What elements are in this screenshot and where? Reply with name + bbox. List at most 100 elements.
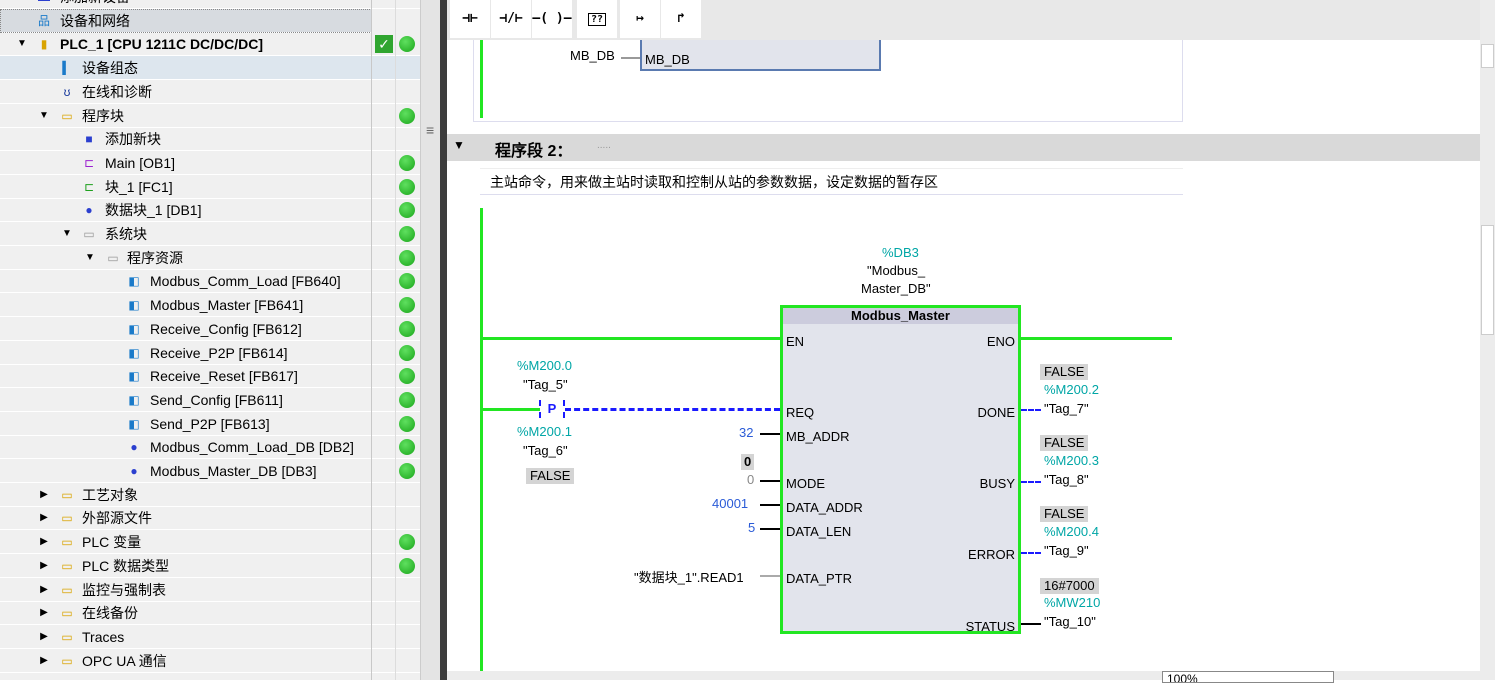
network-1 [473,40,1183,122]
collapsed-arrow-icon[interactable]: ▶ [40,607,48,618]
tree-item-device-configuration[interactable]: ▍设备组态 [0,56,420,80]
splitter-handle-icon[interactable]: ≡ [426,122,435,138]
online-status-ok-icon [399,297,415,313]
collapsed-arrow-icon[interactable]: ▶ [40,584,48,595]
instance-db-address[interactable]: %DB3 [882,245,919,260]
tree-item-label: 程序资源 [127,249,183,266]
data-ptr-value[interactable]: "数据块_1".READ1 [634,570,744,585]
collapsed-arrow-icon[interactable]: ▶ [40,536,48,547]
en-wire [483,337,780,340]
network1-block[interactable]: MB_DB [640,40,881,71]
close-branch-button[interactable]: ↱ [661,0,701,38]
expanded-arrow-icon[interactable]: ▼ [85,252,95,263]
network-comment[interactable]: 主站命令，用来做主站时读取和控制从站的参数数据，设定数据的暂存区 [480,168,1183,195]
edge-memory-tag[interactable]: "Tag_6" [523,443,568,458]
tree-item-opc-ua-communication[interactable]: ▶▭OPC UA 通信 [0,649,420,673]
zoom-select[interactable]: 100% [1162,671,1334,683]
busy-tag[interactable]: "Tag_8" [1044,472,1089,487]
tree-item-send-config-fb611[interactable]: ◧Send_Config [FB611] [0,388,420,412]
tree-item-plc-tags[interactable]: ▶▭PLC 变量 [0,530,420,554]
done-address[interactable]: %M200.2 [1044,382,1099,397]
data-addr-value[interactable]: 40001 [712,496,749,511]
data-len-value[interactable]: 5 [748,520,756,535]
scroll-thumb[interactable] [1481,44,1494,68]
tree-item-traces[interactable]: ▶▭Traces [0,625,420,649]
collapsed-arrow-icon[interactable]: ▶ [40,655,48,666]
panel-divider[interactable] [440,0,447,680]
pin-done: DONE [977,405,1015,420]
req-wire [565,408,780,411]
nc-contact-button[interactable]: ⊣/⊢ [491,0,531,38]
tree-item-data-block-1-db1[interactable]: ●数据块_1 [DB1] [0,198,420,222]
error-tag[interactable]: "Tag_9" [1044,543,1089,558]
contact-address[interactable]: %M200.0 [517,358,572,373]
tree-scrollbar[interactable]: ≡ [420,0,440,680]
block-icon: ⊏ [83,179,95,194]
tree-item-program-blocks[interactable]: ▼▭程序块 [0,104,420,128]
tree-item-receive-reset-fb617[interactable]: ◧Receive_Reset [FB617] [0,364,420,388]
editor-scrollbar[interactable] [1480,0,1495,680]
tree-item-receive-p2p-fb614[interactable]: ◧Receive_P2P [FB614] [0,341,420,365]
expanded-arrow-icon[interactable]: ▼ [62,228,72,239]
tree-item-plc-data-types[interactable]: ▶▭PLC 数据类型 [0,554,420,578]
tree-item-block-1-fc1[interactable]: ⊏块_1 [FC1] [0,175,420,199]
error-address[interactable]: %M200.4 [1044,524,1099,539]
error-value: FALSE [1040,506,1089,522]
expanded-arrow-icon[interactable]: ▼ [17,38,27,49]
tree-item-modbus-comm-load-db-db2[interactable]: ●Modbus_Comm_Load_DB [DB2] [0,435,420,459]
collapsed-arrow-icon[interactable]: ▶ [40,560,48,571]
collapsed-arrow-icon[interactable]: ▶ [40,631,48,642]
mode-value[interactable]: 0 [747,472,755,487]
network-2-header[interactable]: ▼ 程序段 2： ..... [447,134,1480,161]
open-branch-button[interactable]: ↦ [620,0,660,38]
tree-item-program-resources[interactable]: ▼▭程序资源 [0,246,420,270]
tree-item-system-blocks[interactable]: ▼▭系统块 [0,222,420,246]
tree-item-external-source-files[interactable]: ▶▭外部源文件 [0,506,420,530]
tree-item-modbus-comm-load-fb640[interactable]: ◧Modbus_Comm_Load [FB640] [0,269,420,293]
tree-item-add-new-block[interactable]: ■添加新块 [0,127,420,151]
no-contact-button[interactable]: ⊣⊢ [450,0,490,38]
done-tag[interactable]: "Tag_7" [1044,401,1089,416]
empty-box-button[interactable]: ?? [577,0,617,38]
tree-item-plc-1[interactable]: ▼▮PLC_1 [CPU 1211C DC/DC/DC]✓ [0,32,420,56]
pin-mode: MODE [786,476,825,491]
contact-tag[interactable]: "Tag_5" [523,377,568,392]
pin-busy: BUSY [979,476,1015,491]
column-divider [395,0,396,680]
tree-item-devices-networks[interactable]: 品设备和网络 [0,9,372,33]
p-edge-contact[interactable]: P [539,400,565,418]
wire [1021,552,1041,554]
scroll-thumb[interactable] [1481,225,1494,335]
block-title: Modbus_Master [783,308,1018,324]
tree-item-watch-force-tables[interactable]: ▶▭监控与强制表 [0,578,420,602]
coil-button[interactable]: –( )– [532,0,572,38]
status-tag[interactable]: "Tag_10" [1044,614,1096,629]
folder-icon: ▭ [61,558,73,573]
tree-item-send-p2p-fb613[interactable]: ◧Send_P2P [FB613] [0,412,420,436]
tree-item-main-ob1[interactable]: ⊏Main [OB1] [0,151,420,175]
instance-db-name[interactable]: "Modbus_ [867,263,926,278]
busy-address[interactable]: %M200.3 [1044,453,1099,468]
edge-memory-address[interactable]: %M200.1 [517,424,572,439]
folder-icon: ▭ [61,534,73,549]
tree-item-receive-config-fb612[interactable]: ◧Receive_Config [FB612] [0,317,420,341]
mb-db-parameter[interactable]: MB_DB [570,48,615,63]
status-address[interactable]: %MW210 [1044,595,1101,610]
instance-db-name-2[interactable]: Master_DB" [861,281,931,296]
tree-item-add-new-device[interactable]: ▬添加新设备 [0,0,420,9]
expanded-arrow-icon[interactable]: ▼ [39,110,49,121]
tree-item-online-backups[interactable]: ▶▭在线备份 [0,601,420,625]
mb-addr-value[interactable]: 32 [739,425,754,440]
collapse-arrow-icon[interactable]: ▼ [453,138,465,152]
tree-item-label: Modbus_Master_DB [DB3] [150,462,317,479]
block-icon: ʊ [63,84,71,99]
tree-item-technology-objects[interactable]: ▶▭工艺对象 [0,483,420,507]
tree-item-modbus-master-fb641[interactable]: ◧Modbus_Master [FB641] [0,293,420,317]
collapsed-arrow-icon[interactable]: ▶ [40,512,48,523]
collapsed-arrow-icon[interactable]: ▶ [40,489,48,500]
tree-item-modbus-master-db-db3[interactable]: ●Modbus_Master_DB [DB3] [0,459,420,483]
modbus-master-block[interactable]: Modbus_Master EN ENO REQ MB_ADDR MODE DA… [780,305,1021,634]
network-title-placeholder[interactable]: ..... [597,140,611,151]
eno-wire [1020,337,1172,340]
